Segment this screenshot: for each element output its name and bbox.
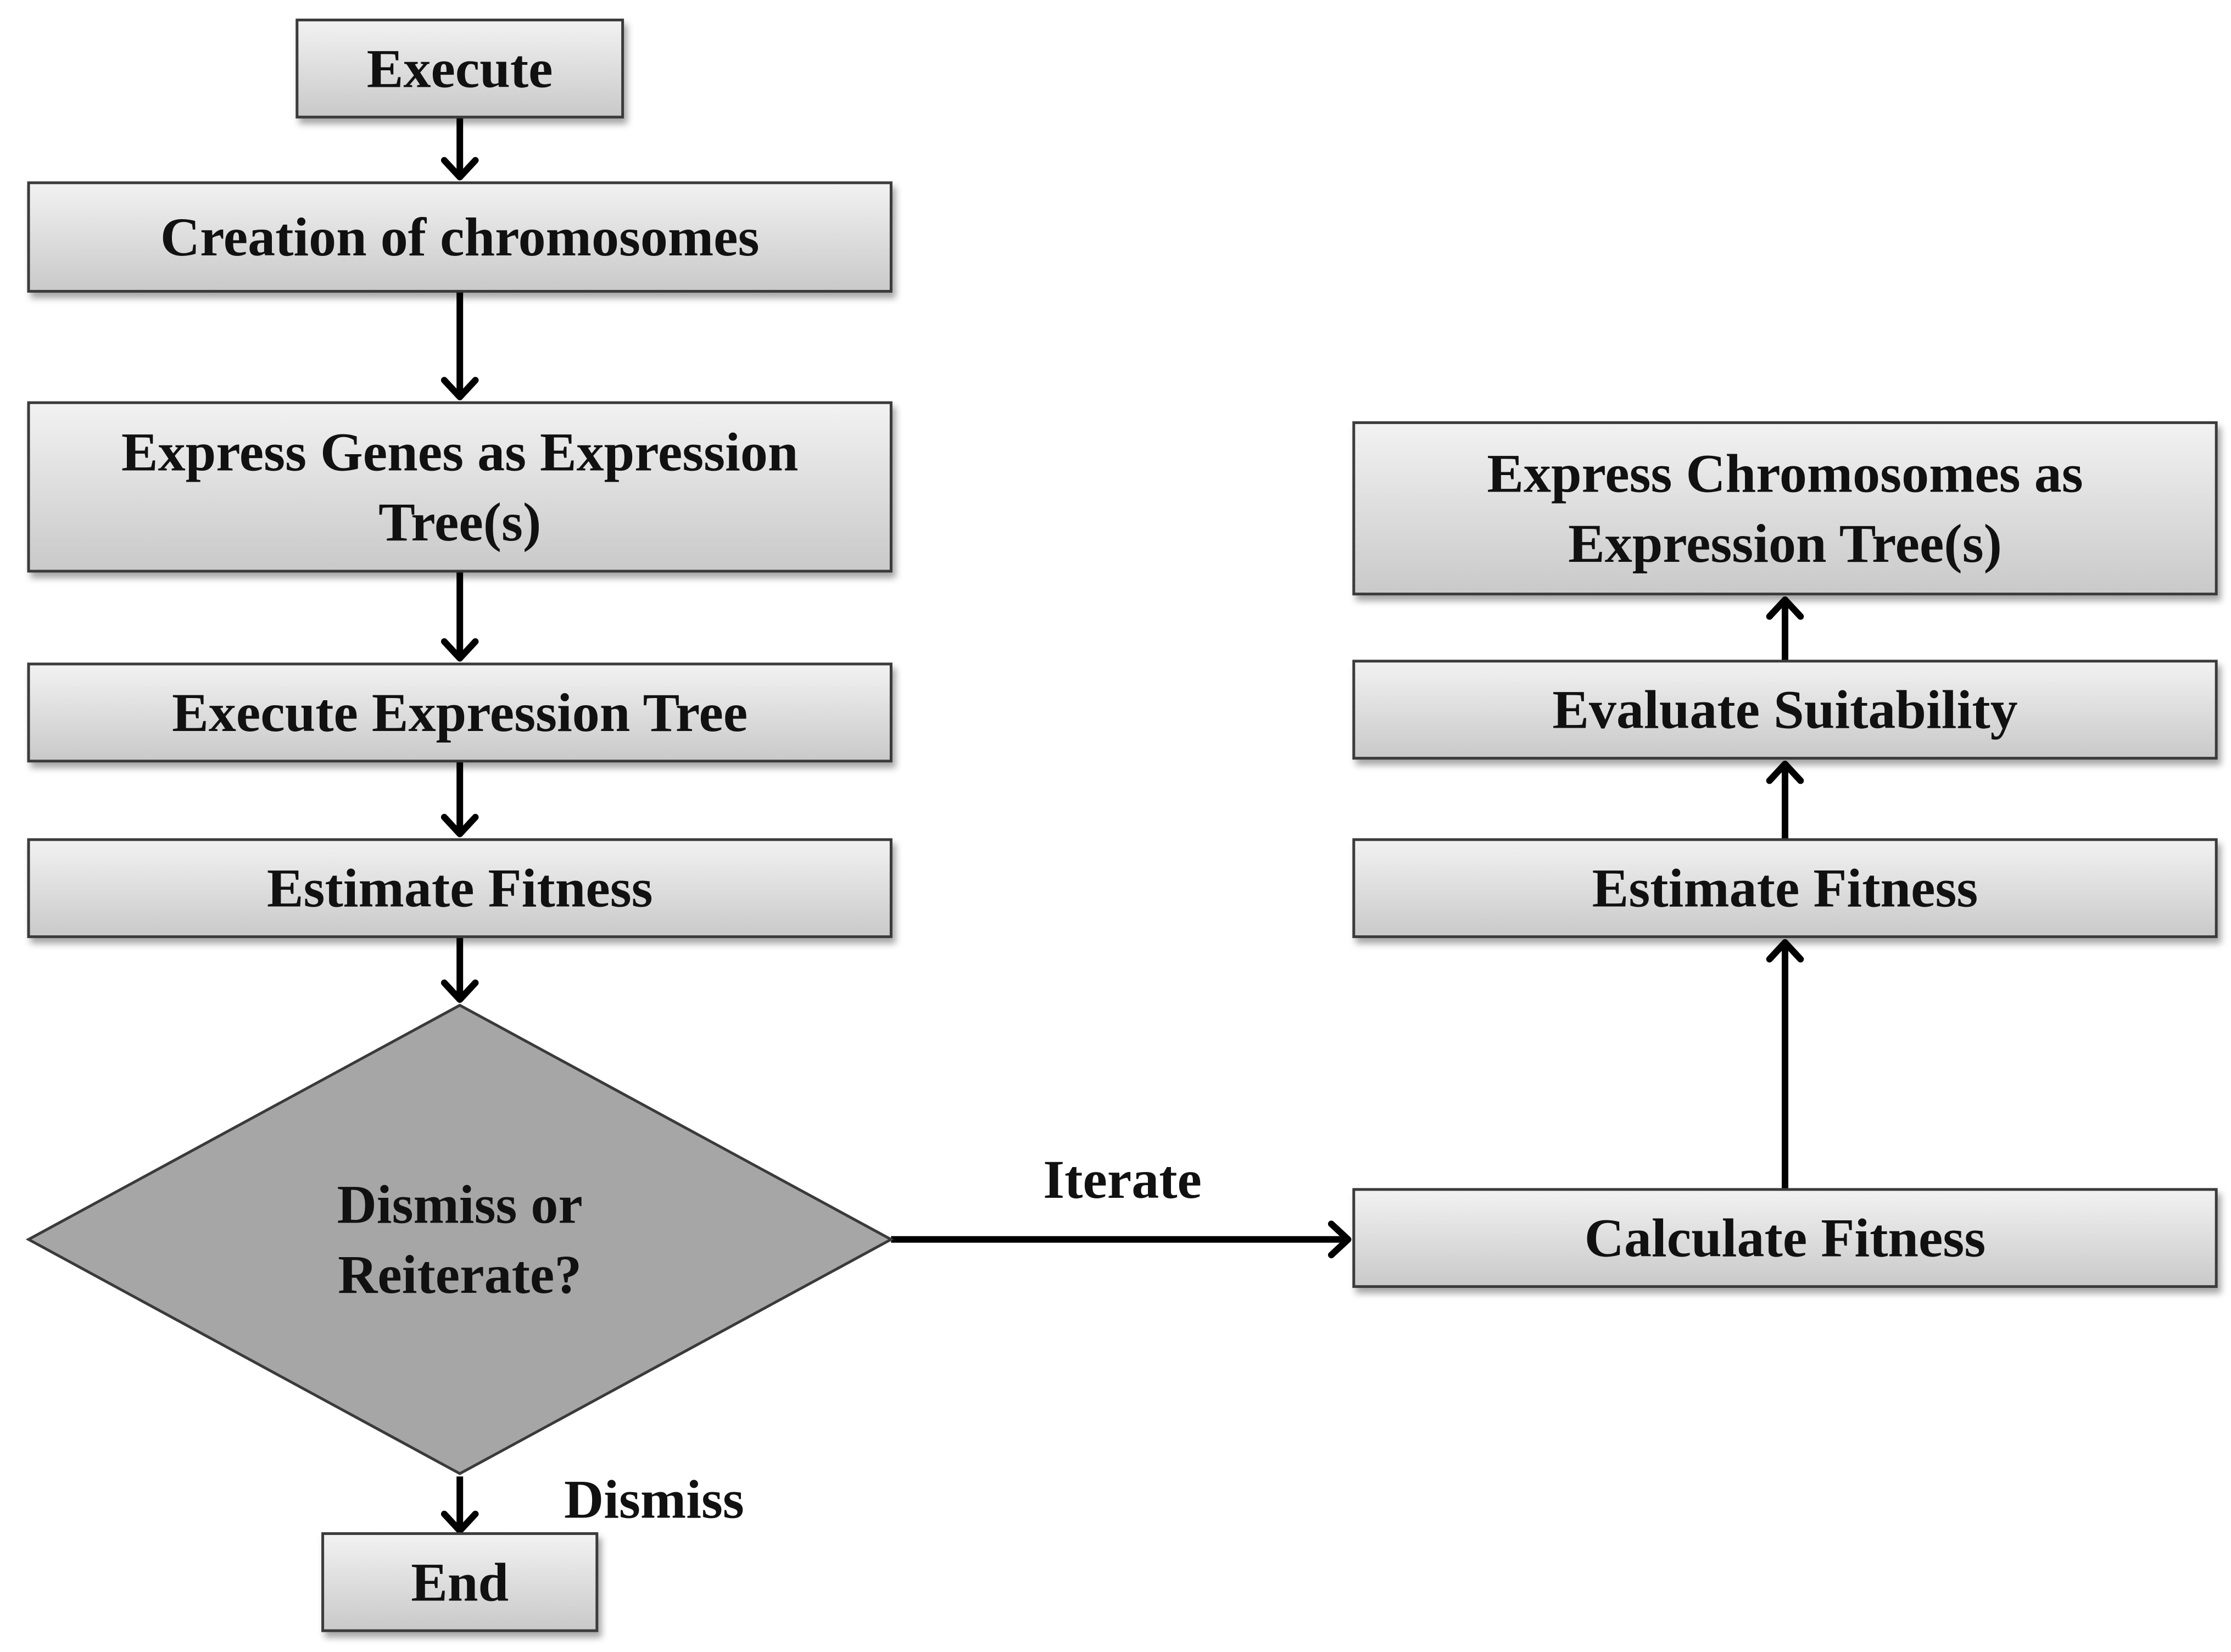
edge-express_genes-to-execute_tree [440, 571, 479, 662]
process-box [1352, 421, 2218, 596]
node-label: Reiterate? [338, 1244, 582, 1305]
edge-calculate-to-estimate_right [1766, 939, 1804, 1190]
node-label: Creation of chromosomes [160, 206, 760, 267]
arrowhead [440, 813, 479, 838]
node-execute-tree: Execute Expression Tree [27, 662, 893, 763]
node-label: Estimate Fitness [1592, 858, 1978, 919]
edge-label-dismiss: Dismiss [564, 1469, 744, 1530]
decision-diamond [25, 1003, 894, 1476]
node-decision: Dismiss or Reiterate? [25, 1003, 894, 1476]
node-label: Express Genes as Expression [121, 421, 799, 482]
node-label: Tree(s) [378, 492, 541, 552]
node-execute: Execute [295, 18, 624, 119]
edge-evaluate-to-express_chromosomes [1766, 596, 1804, 661]
process-box [1352, 838, 2218, 939]
node-label: Estimate Fitness [267, 858, 653, 919]
process-box [1352, 1188, 2218, 1288]
edge-estimate_right-to-evaluate [1766, 761, 1804, 840]
process-box [27, 662, 893, 763]
arrowhead [1766, 761, 1804, 784]
edge-label-iterate: Iterate [1043, 1149, 1202, 1210]
arrowhead [1766, 939, 1804, 963]
process-box [295, 18, 624, 119]
node-evaluate: Evaluate Suitability [1352, 660, 2218, 760]
edge-estimate_left-to-decision [440, 936, 479, 1003]
edge-decision-to-calculate [891, 1220, 1352, 1259]
edge-execute_tree-to-estimate_left [440, 761, 479, 838]
arrowhead [1328, 1220, 1352, 1259]
node-label: Calculate Fitness [1585, 1208, 1985, 1269]
label-layer: Dismiss Iterate [564, 1149, 1202, 1530]
node-label: Execute [367, 38, 553, 99]
edge-creation-to-express_genes [440, 291, 479, 400]
arrowhead [440, 979, 479, 1003]
process-box [27, 181, 893, 293]
edge-layer [440, 117, 1804, 1534]
node-label: Evaluate Suitability [1552, 679, 2017, 740]
node-estimate-right: Estimate Fitness [1352, 838, 2218, 939]
node-creation: Creation of chromosomes [27, 181, 893, 293]
node-label: Express Chromosomes as [1487, 443, 2083, 504]
node-end: End [321, 1532, 599, 1632]
node-label: Expression Tree(s) [1568, 513, 2002, 574]
arrowhead [440, 157, 479, 181]
node-calculate: Calculate Fitness [1352, 1188, 2218, 1288]
arrowhead [440, 638, 479, 662]
edge-execute-to-creation [440, 117, 479, 181]
edge-decision-to-end [440, 1476, 479, 1534]
node-estimate-left: Estimate Fitness [27, 838, 893, 939]
process-box [27, 838, 893, 939]
node-label: Dismiss or [337, 1174, 583, 1235]
process-box [321, 1532, 599, 1632]
arrowhead [440, 377, 479, 400]
node-express-chromosomes: Express Chromosomes as Expression Tree(s) [1352, 421, 2218, 596]
node-label: End [411, 1551, 509, 1612]
process-box [27, 401, 893, 573]
arrowhead [1766, 596, 1804, 620]
node-label: Execute Expression Tree [172, 682, 748, 743]
process-box [1352, 660, 2218, 760]
arrowhead [440, 1510, 479, 1534]
